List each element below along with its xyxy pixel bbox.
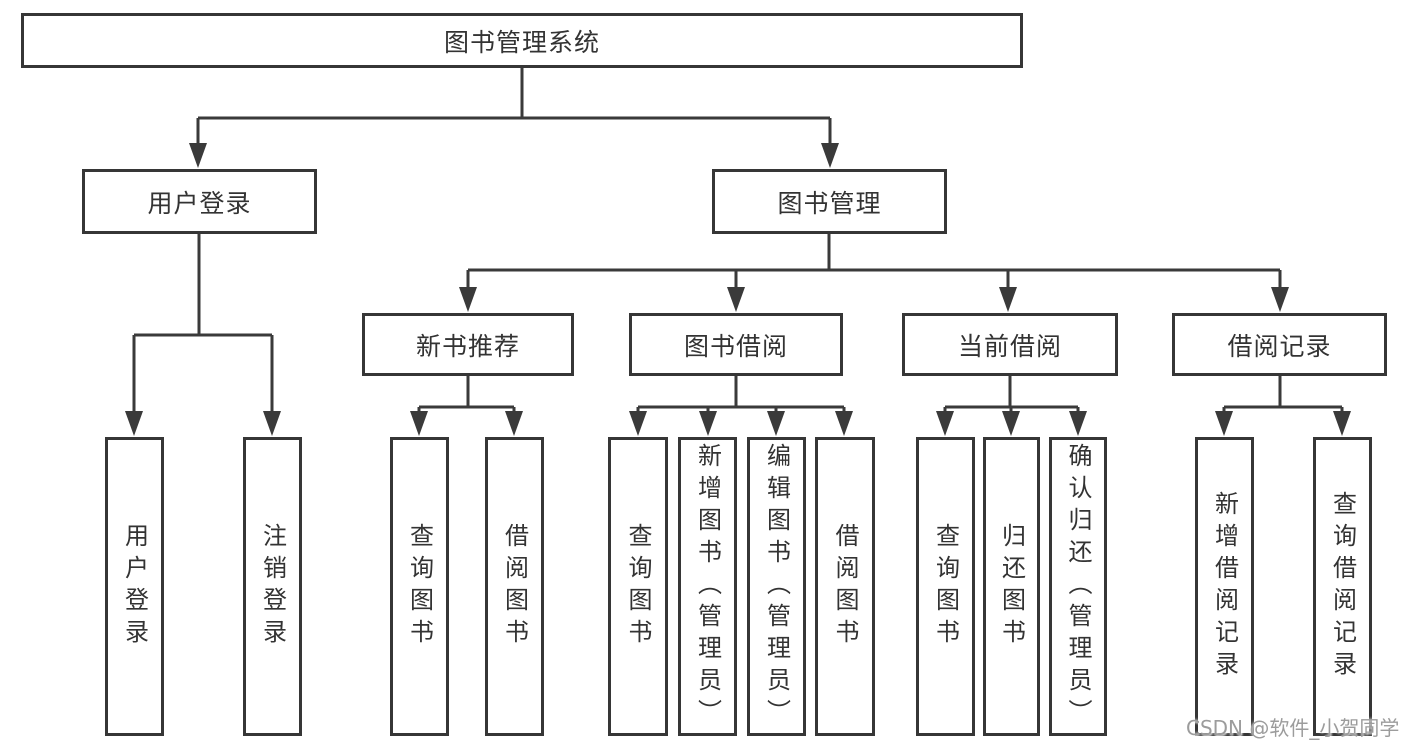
node-new-book-recommend: 新书推荐 bbox=[362, 313, 574, 376]
arrowhead-icon bbox=[1333, 411, 1351, 436]
leaf-logout-label: 注销登录 bbox=[258, 522, 287, 651]
leaf-current-return-label: 归还图书 bbox=[997, 522, 1026, 651]
arrowhead-icon bbox=[263, 411, 281, 436]
arrowheads bbox=[125, 143, 1351, 436]
node-borrow-records: 借阅记录 bbox=[1172, 313, 1387, 376]
leaf-record-add: 新增借阅记录 bbox=[1195, 437, 1254, 736]
node-book-borrow: 图书借阅 bbox=[629, 313, 843, 376]
leaf-newbook-borrow-label: 借阅图书 bbox=[500, 522, 529, 651]
node-book-management: 图书管理 bbox=[712, 169, 947, 234]
arrowhead-icon bbox=[699, 411, 717, 436]
leaf-borrow-borrow: 借阅图书 bbox=[815, 437, 875, 736]
leaf-record-add-label: 新增借阅记录 bbox=[1210, 490, 1239, 683]
node-root: 图书管理系统 bbox=[21, 13, 1023, 68]
node-user-login-label: 用户登录 bbox=[147, 188, 252, 218]
arrowhead-icon bbox=[1002, 411, 1020, 436]
arrowhead-icon bbox=[767, 411, 785, 436]
leaf-current-return: 归还图书 bbox=[983, 437, 1040, 736]
node-user-login: 用户登录 bbox=[82, 169, 317, 234]
leaf-borrow-edit: 编辑图书（管理员） bbox=[747, 437, 806, 736]
arrowhead-icon bbox=[629, 411, 647, 436]
node-book-management-label: 图书管理 bbox=[777, 188, 882, 218]
leaf-borrow-add: 新增图书（管理员） bbox=[678, 437, 737, 736]
leaf-current-confirm-label: 确认归还（管理员） bbox=[1064, 442, 1092, 731]
leaf-borrow-query: 查询图书 bbox=[608, 437, 668, 736]
node-current-borrow: 当前借阅 bbox=[902, 313, 1118, 376]
arrowhead-icon bbox=[189, 143, 207, 168]
arrowhead-icon bbox=[835, 411, 853, 436]
leaf-borrow-query-label: 查询图书 bbox=[624, 522, 652, 651]
arrowhead-icon bbox=[410, 411, 428, 436]
node-new-book-recommend-label: 新书推荐 bbox=[415, 331, 520, 361]
leaf-user-login-label: 用户登录 bbox=[120, 522, 149, 651]
leaf-current-confirm: 确认归还（管理员） bbox=[1049, 437, 1107, 736]
arrowhead-icon bbox=[459, 287, 477, 312]
node-current-borrow-label: 当前借阅 bbox=[957, 331, 1062, 361]
arrowhead-icon bbox=[505, 411, 523, 436]
leaf-logout: 注销登录 bbox=[243, 437, 302, 736]
leaf-current-query: 查询图书 bbox=[916, 437, 975, 736]
arrowhead-icon bbox=[936, 411, 954, 436]
node-borrow-records-label: 借阅记录 bbox=[1227, 331, 1332, 361]
leaf-newbook-query-label: 查询图书 bbox=[405, 522, 434, 651]
node-book-borrow-label: 图书借阅 bbox=[683, 331, 788, 361]
leaf-current-query-label: 查询图书 bbox=[931, 522, 960, 651]
arrowhead-icon bbox=[1271, 287, 1289, 312]
arrowhead-icon bbox=[1069, 411, 1087, 436]
arrowhead-icon bbox=[727, 287, 745, 312]
arrowhead-icon bbox=[1215, 411, 1233, 436]
leaf-borrow-edit-label: 编辑图书（管理员） bbox=[762, 442, 791, 731]
leaf-newbook-borrow: 借阅图书 bbox=[485, 437, 544, 736]
arrowhead-icon bbox=[821, 143, 839, 168]
leaf-record-query: 查询借阅记录 bbox=[1313, 437, 1372, 736]
arrowhead-icon bbox=[125, 411, 143, 436]
csdn-watermark: CSDN @软件_小贺同学 bbox=[1186, 716, 1400, 740]
leaf-user-login: 用户登录 bbox=[105, 437, 164, 736]
leaf-record-query-label: 查询借阅记录 bbox=[1328, 490, 1357, 683]
leaf-newbook-query: 查询图书 bbox=[390, 437, 449, 736]
arrowhead-icon bbox=[999, 287, 1017, 312]
leaf-borrow-add-label: 新增图书（管理员） bbox=[693, 442, 722, 731]
leaf-borrow-borrow-label: 借阅图书 bbox=[831, 522, 859, 651]
node-root-label: 图书管理系统 bbox=[443, 27, 600, 57]
